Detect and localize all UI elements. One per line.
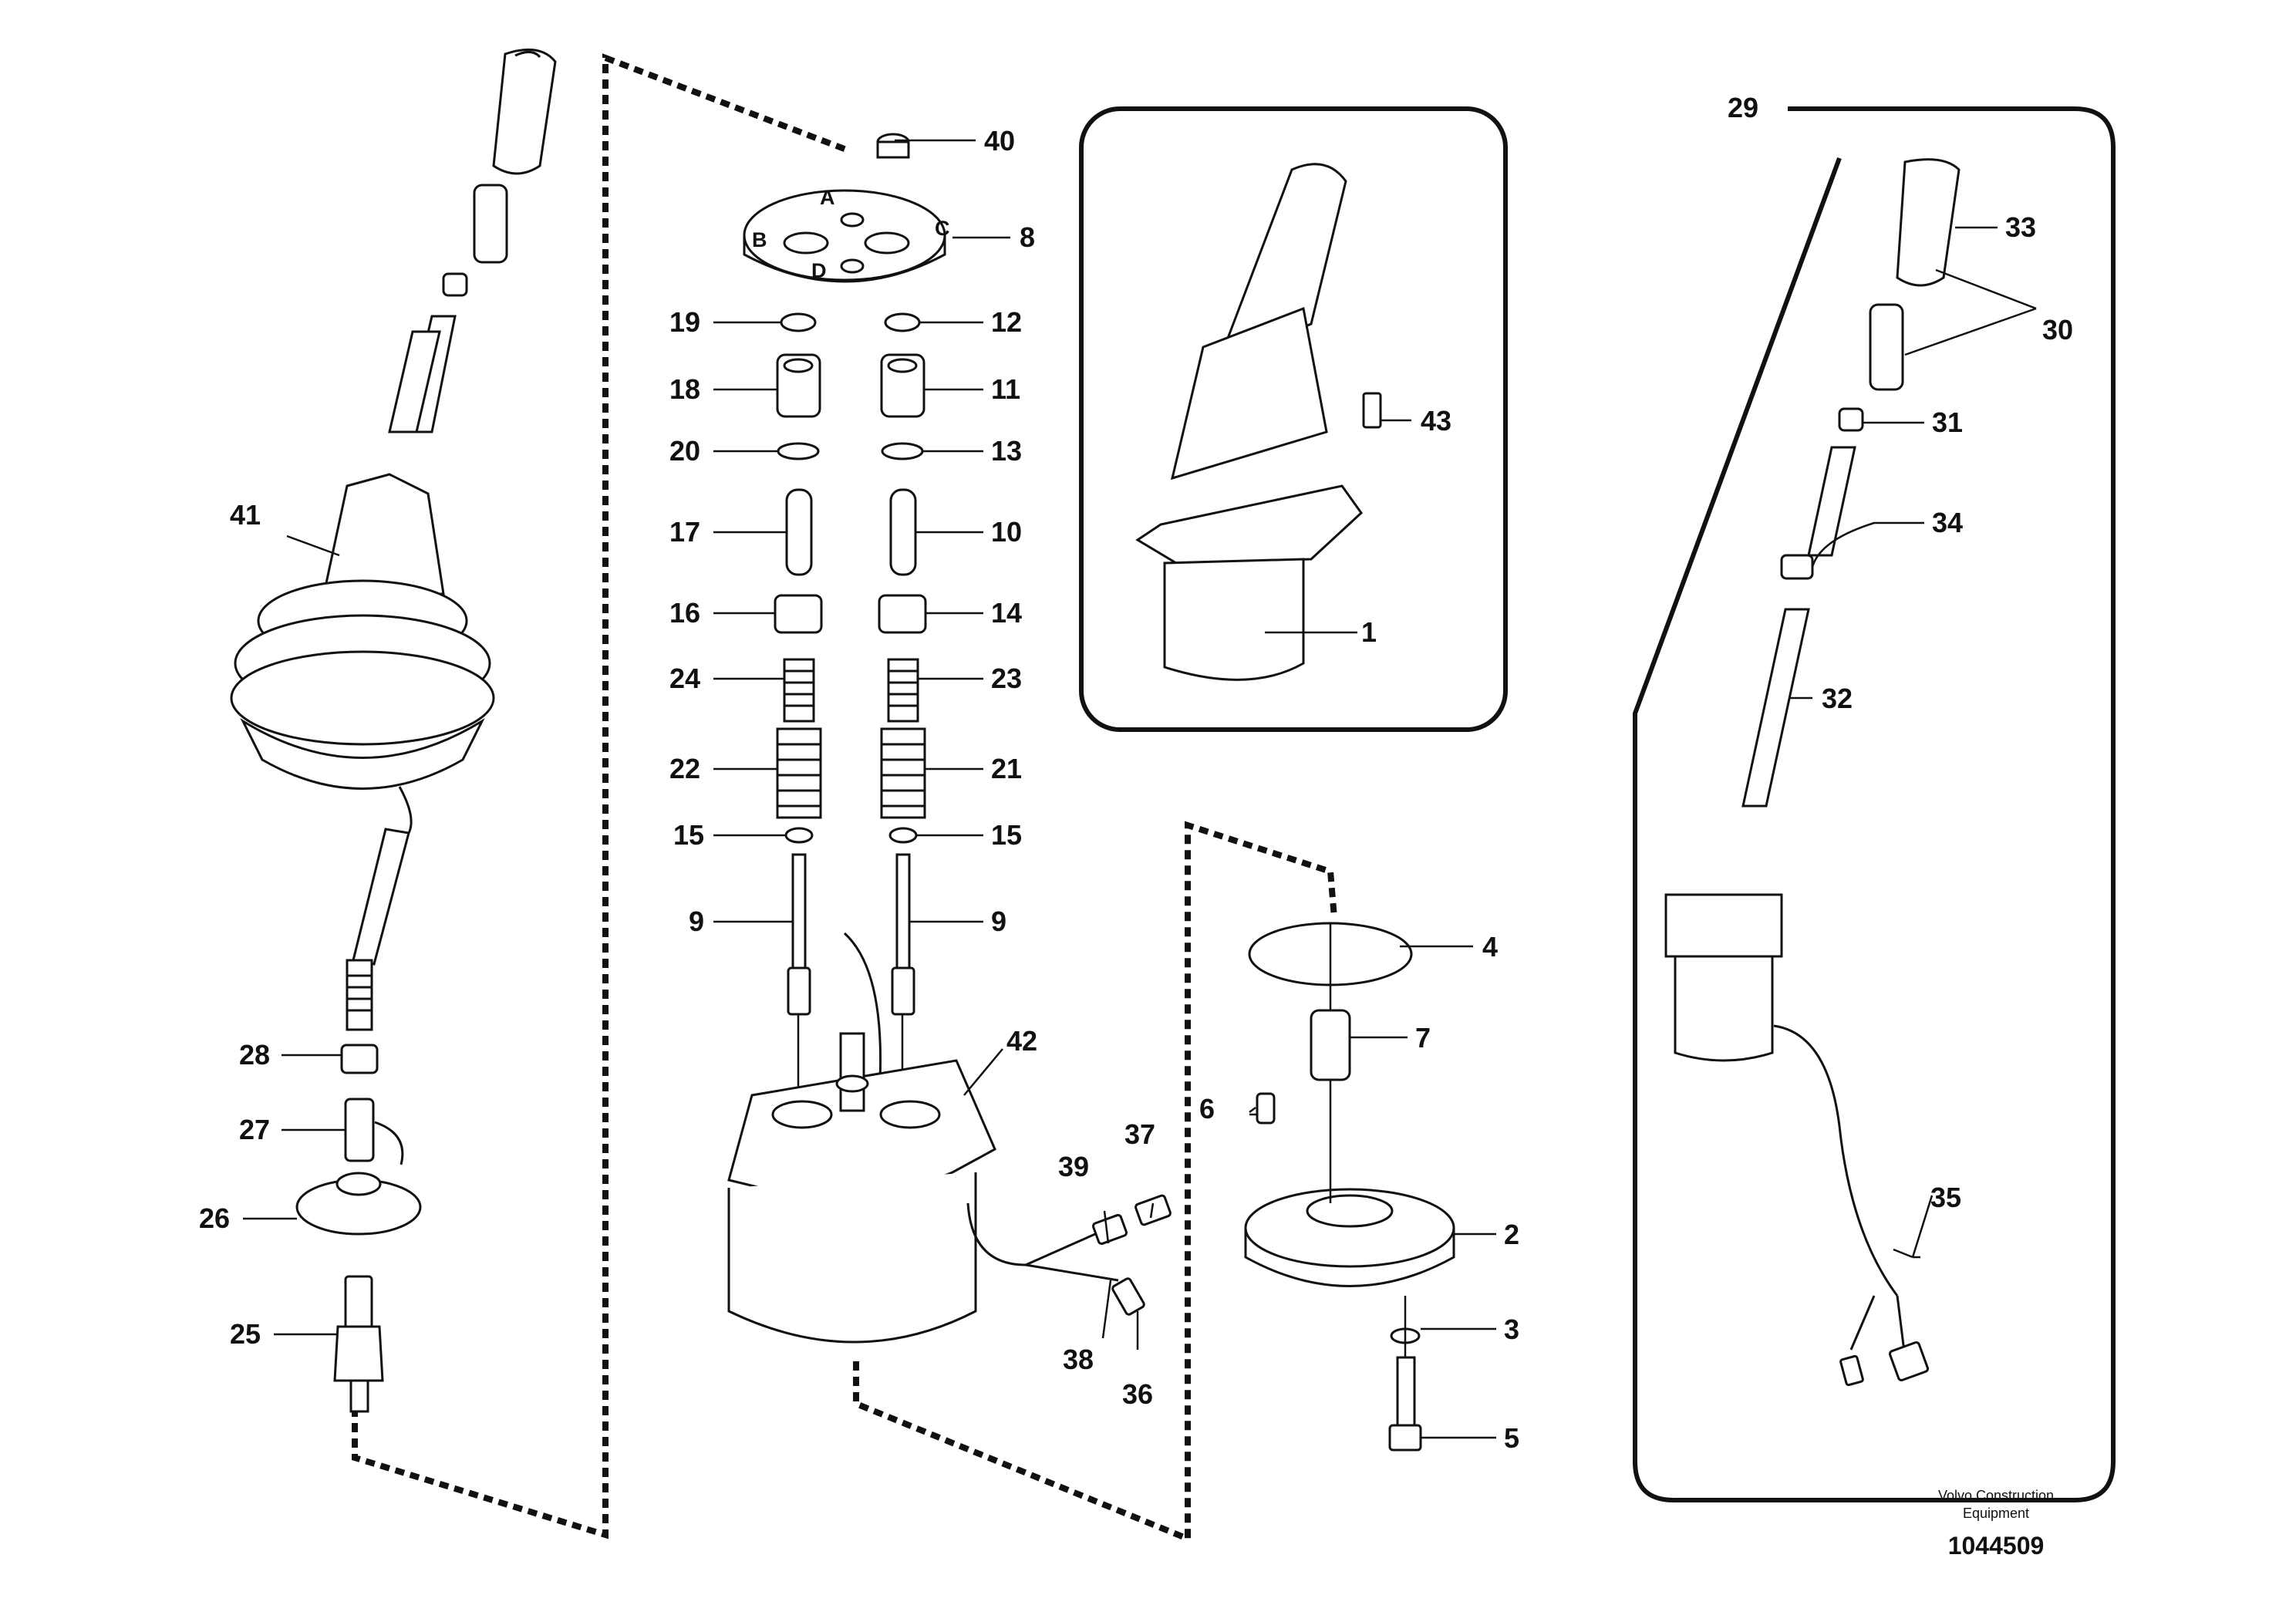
callout-35: 35 <box>1930 1182 1961 1213</box>
callout-43: 43 <box>1421 405 1451 437</box>
callout-labels: 40 8 19 12 18 11 20 13 17 10 16 14 24 23… <box>199 92 2073 1454</box>
port-letter-b: B <box>752 228 767 251</box>
callout-42: 42 <box>1006 1025 1037 1057</box>
callout-7: 7 <box>1415 1022 1431 1054</box>
callout-23: 23 <box>991 663 1022 694</box>
callout-1: 1 <box>1361 616 1377 648</box>
callout-37: 37 <box>1124 1118 1155 1150</box>
valve-port-letters: A B C D <box>752 186 950 282</box>
callout-32: 32 <box>1822 683 1853 714</box>
figure-footer: Volvo Construction Equipment 1044509 <box>1938 1488 2054 1560</box>
callout-11: 11 <box>991 373 1020 405</box>
callout-16: 16 <box>669 597 700 629</box>
callout-26: 26 <box>199 1202 230 1234</box>
callout-40: 40 <box>984 125 1015 157</box>
callout-28: 28 <box>239 1039 270 1071</box>
callout-9-right: 9 <box>991 905 1006 937</box>
callout-10: 10 <box>991 516 1022 548</box>
callout-21: 21 <box>991 753 1022 784</box>
callout-41: 41 <box>230 499 261 531</box>
inset-joystick-assembly <box>1079 106 1508 732</box>
callout-15-left: 15 <box>673 819 704 851</box>
left-lever-assembly <box>230 48 557 1413</box>
callout-3: 3 <box>1504 1313 1519 1345</box>
callout-9-left: 9 <box>689 905 704 937</box>
callout-6: 6 <box>1199 1093 1215 1125</box>
callout-30: 30 <box>2042 314 2073 346</box>
pilot-valve-stack <box>727 133 1172 1344</box>
port-letter-c: C <box>935 217 950 240</box>
callout-34: 34 <box>1932 507 1963 538</box>
callout-36: 36 <box>1122 1378 1153 1410</box>
callout-20: 20 <box>669 435 700 467</box>
callout-31: 31 <box>1932 406 1963 438</box>
callout-5: 5 <box>1504 1422 1519 1454</box>
callout-33: 33 <box>2005 211 2036 243</box>
callout-22: 22 <box>669 753 700 784</box>
port-letter-a: A <box>820 186 835 209</box>
callout-19: 19 <box>669 306 700 338</box>
callout-13: 13 <box>991 435 1022 467</box>
callout-4: 4 <box>1482 931 1498 963</box>
callout-12: 12 <box>991 306 1022 338</box>
callout-24: 24 <box>669 663 700 694</box>
figure-number: 1044509 <box>1948 1532 2045 1560</box>
leader-lines <box>243 139 2037 1439</box>
right-handle-assembly <box>1633 106 2116 1502</box>
dashed-group-lines <box>352 53 1337 1543</box>
callout-2: 2 <box>1504 1219 1519 1250</box>
callout-39: 39 <box>1058 1151 1089 1182</box>
callout-27: 27 <box>239 1114 270 1145</box>
callout-18: 18 <box>669 373 700 405</box>
callout-8: 8 <box>1020 221 1035 253</box>
callout-29: 29 <box>1728 92 1758 123</box>
callout-38: 38 <box>1063 1344 1094 1375</box>
callout-15-right: 15 <box>991 819 1022 851</box>
footer-company-line1: Volvo Construction <box>1938 1488 2054 1503</box>
footer-company-line2: Equipment <box>1963 1506 2029 1521</box>
callout-17: 17 <box>669 516 700 548</box>
callout-14: 14 <box>991 597 1022 629</box>
port-letter-d: D <box>811 259 827 282</box>
base-mount-parts <box>1244 922 1455 1452</box>
callout-25: 25 <box>230 1318 261 1350</box>
